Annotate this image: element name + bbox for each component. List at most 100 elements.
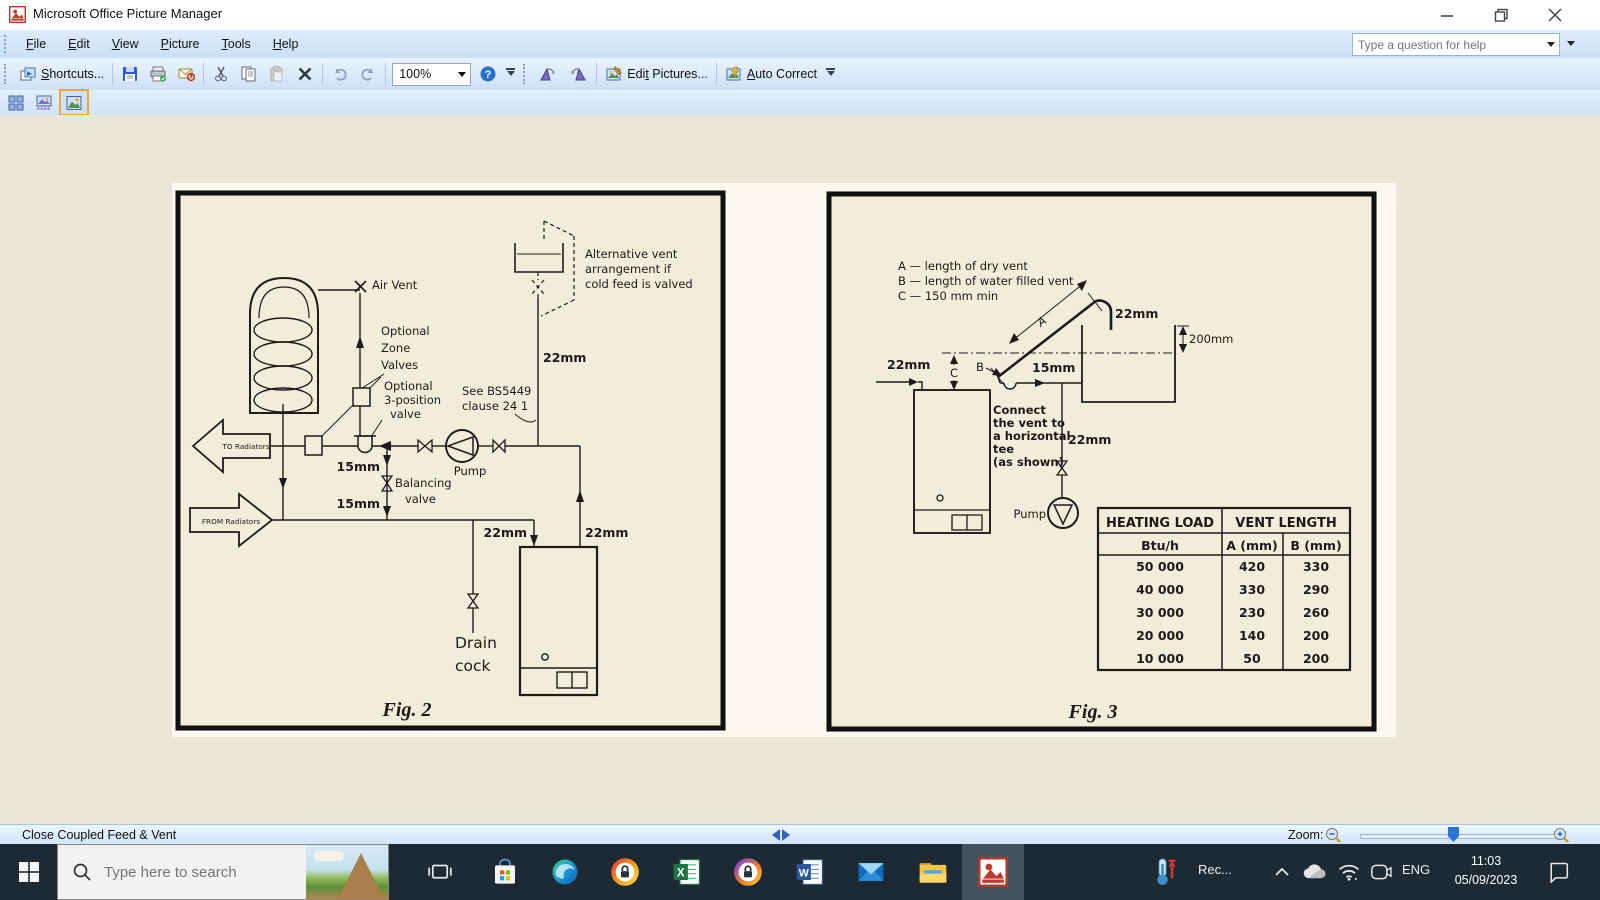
close-button[interactable] xyxy=(1532,0,1578,30)
toolbar-options-icon[interactable] xyxy=(506,68,515,80)
zoom-combo-arrow-icon[interactable] xyxy=(453,64,470,85)
zoom-slider-thumb[interactable] xyxy=(1448,827,1459,842)
cut-button[interactable] xyxy=(207,62,235,86)
language-indicator[interactable]: ENG xyxy=(1402,862,1430,877)
table-r3c1: 30 000 xyxy=(1136,605,1184,620)
shortcuts-icon xyxy=(19,65,37,83)
bs5449-label-1: See BS5449 xyxy=(462,384,531,398)
toolbar-grip-2[interactable] xyxy=(523,64,529,84)
edit-pictures-button[interactable]: Edit Pictures... xyxy=(600,62,713,86)
search-input[interactable] xyxy=(102,863,306,882)
picture-manager-taskbar-icon xyxy=(978,857,1008,887)
restore-button[interactable] xyxy=(1478,0,1524,30)
wifi-tray-button[interactable] xyxy=(1332,850,1366,894)
shortcuts-button[interactable]: Shortcuts... xyxy=(14,62,109,86)
help-question-box[interactable] xyxy=(1352,33,1560,56)
edge-button[interactable] xyxy=(543,850,587,894)
redo-button[interactable] xyxy=(354,62,382,86)
excel-icon: X xyxy=(671,856,703,888)
fig2-panel: Air Vent Optional Zone Valves Optional 3… xyxy=(175,190,726,731)
menu-picture[interactable]: Picture xyxy=(150,33,211,55)
toolbar-grip[interactable] xyxy=(4,64,10,84)
onedrive-tray-button[interactable] xyxy=(1298,850,1332,894)
edit-pictures-label: Edit Pictures... xyxy=(627,67,708,81)
taskbar-clock[interactable]: 11:03 05/09/2023 xyxy=(1440,852,1532,890)
menu-edit[interactable]: Edit xyxy=(57,33,101,55)
zoom-combo[interactable]: 100% xyxy=(392,63,471,86)
thumbnail-view-button[interactable] xyxy=(3,91,29,114)
search-highlight-image[interactable] xyxy=(306,845,388,899)
single-picture-view-button[interactable] xyxy=(59,89,89,116)
previous-picture-button[interactable] xyxy=(766,829,780,841)
menu-view[interactable]: View xyxy=(101,33,150,55)
svg-text:?: ? xyxy=(485,69,492,81)
notification-icon xyxy=(1546,861,1570,883)
help-dropdown-arrow-icon[interactable] xyxy=(1543,34,1559,55)
task-view-button[interactable] xyxy=(418,850,462,894)
size22-mid-label: 22mm xyxy=(1068,432,1111,447)
size15a-label: 15mm xyxy=(337,459,380,474)
boiler xyxy=(520,547,597,695)
rotate-left-button[interactable] xyxy=(533,62,563,86)
size15b-label: 15mm xyxy=(337,496,380,511)
menu-file[interactable]: File xyxy=(15,33,57,55)
windows-logo-icon xyxy=(18,861,40,883)
help-question-input[interactable] xyxy=(1353,34,1543,55)
menu-grip[interactable] xyxy=(4,35,10,53)
picture-manager-icon xyxy=(9,6,26,23)
microsoft-store-button[interactable] xyxy=(483,850,527,894)
mail-button[interactable] xyxy=(849,850,893,894)
notification-center-button[interactable] xyxy=(1538,850,1578,894)
threepos-label-3: valve xyxy=(390,407,421,421)
table-subheader-a: A (mm) xyxy=(1226,538,1278,553)
view-mode-bar xyxy=(0,90,1600,115)
table-header-vent-length: VENT LENGTH xyxy=(1235,516,1336,531)
legend-a: A — length of dry vent xyxy=(898,259,1028,273)
secure-browser-2-button[interactable] xyxy=(726,850,770,894)
secure-browser-1-button[interactable] xyxy=(603,850,647,894)
zoom-in-icon[interactable] xyxy=(1552,827,1570,844)
zoom-slider-track[interactable] xyxy=(1360,834,1562,839)
picture-manager-taskbar-button[interactable] xyxy=(971,850,1015,894)
next-picture-button[interactable] xyxy=(782,829,796,841)
print-button[interactable] xyxy=(144,62,172,86)
menu-help[interactable]: Help xyxy=(262,33,310,55)
secure-browser-1-icon xyxy=(609,856,641,888)
mail-icon xyxy=(855,856,887,888)
word-button[interactable]: W xyxy=(788,850,832,894)
delete-button[interactable] xyxy=(291,62,319,86)
size22-left-label: 22mm xyxy=(887,357,930,372)
file-explorer-button[interactable] xyxy=(911,850,955,894)
undo-button[interactable] xyxy=(326,62,354,86)
note-line-3: a horizontal xyxy=(993,429,1070,443)
temperature-app-button[interactable] xyxy=(1148,850,1184,894)
delete-icon xyxy=(296,65,314,83)
tray-app-label[interactable]: Rec... xyxy=(1198,862,1232,877)
single-picture-view-icon xyxy=(66,95,82,111)
meet-now-tray-button[interactable] xyxy=(1364,850,1398,894)
drain-label-2: cock xyxy=(455,657,491,675)
table-r4c2: 140 xyxy=(1239,628,1265,643)
toolbar-options-2-icon[interactable] xyxy=(826,68,835,80)
fig3-panel: A — length of dry vent B — length of wat… xyxy=(826,191,1377,732)
clock-date: 05/09/2023 xyxy=(1440,871,1532,890)
email-button[interactable] xyxy=(172,62,200,86)
auto-correct-button[interactable]: Auto Correct xyxy=(720,62,822,86)
copy-button[interactable] xyxy=(235,62,263,86)
wifi-icon xyxy=(1337,862,1361,882)
paste-icon xyxy=(268,65,286,83)
help-button[interactable]: ? xyxy=(474,62,502,86)
zoom-out-icon[interactable] xyxy=(1324,827,1342,844)
taskbar-search[interactable] xyxy=(57,844,389,900)
tray-expand-button[interactable] xyxy=(1266,850,1298,894)
menu-tools[interactable]: Tools xyxy=(211,33,262,55)
excel-button[interactable]: X xyxy=(665,850,709,894)
paste-button[interactable] xyxy=(263,62,291,86)
save-button[interactable] xyxy=(116,62,144,86)
menubar-overflow-icon[interactable] xyxy=(1563,33,1578,54)
filmstrip-view-button[interactable] xyxy=(31,91,57,114)
minimize-button[interactable] xyxy=(1424,0,1470,30)
table-r1c1: 50 000 xyxy=(1136,559,1184,574)
start-button[interactable] xyxy=(0,844,57,900)
rotate-right-button[interactable] xyxy=(563,62,593,86)
